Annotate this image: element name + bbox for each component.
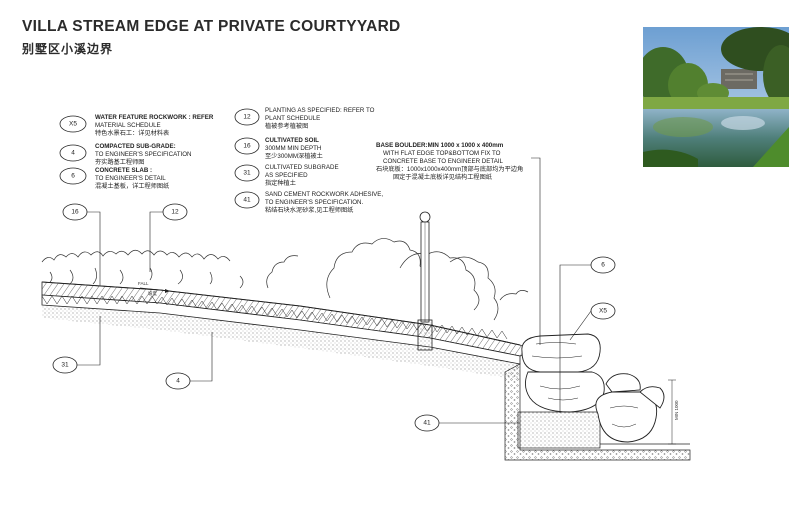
page-title: VILLA STREAM EDGE AT PRIVATE COURTYYARD xyxy=(22,18,401,35)
svg-text:FALL: FALL xyxy=(138,281,149,286)
callout-31: 31 xyxy=(52,316,101,374)
label-cultivated-soil: 16 CULTIVATED SOIL 300MM MIN DEPTH 至少300… xyxy=(234,137,323,160)
page-subtitle: 别墅区小溪边界 xyxy=(22,42,114,56)
svg-text:WATER FEATURE ROCKWORK : REFER: WATER FEATURE ROCKWORK : REFER xyxy=(95,114,214,121)
callout-41: 41 xyxy=(414,414,520,432)
svg-text:BASE BOULDER:MIN 1000 x 1000 x: BASE BOULDER:MIN 1000 x 1000 x 400mm xyxy=(376,142,504,149)
svg-text:TO ENGINEER'S SPECIFICATION.: TO ENGINEER'S SPECIFICATION. xyxy=(265,199,364,206)
fall-arrow: FALL 坡度 xyxy=(138,281,171,297)
callout-4: 4 xyxy=(165,332,213,390)
svg-text:石块底板：1000x1000x400mm顶部与底部均为平边角: 石块底板：1000x1000x400mm顶部与底部均为平边角 xyxy=(376,165,523,173)
label-cultivated-subgrade: 31 CULTIVATED SUBGRADE AS SPECIFIED 指定种植… xyxy=(234,164,339,187)
tag-12: 12 xyxy=(243,114,251,121)
label-compacted-sub-grade: 4 COMPACTED SUB-GRADE: TO ENGINEER'S SPE… xyxy=(59,143,192,166)
tag-4: 4 xyxy=(71,150,75,157)
svg-text:COMPACTED SUB-GRADE:: COMPACTED SUB-GRADE: xyxy=(95,143,176,150)
reference-photo xyxy=(643,27,789,167)
boulder-leader xyxy=(531,157,541,345)
svg-text:混凝土基板，详工程师图纸: 混凝土基板，详工程师图纸 xyxy=(95,182,169,190)
svg-text:X5: X5 xyxy=(599,308,607,315)
svg-text:AS SPECIFIED: AS SPECIFIED xyxy=(265,172,308,179)
svg-text:41: 41 xyxy=(423,420,431,427)
svg-text:PLANT SCHEDULE: PLANT SCHEDULE xyxy=(265,115,320,122)
concrete-base xyxy=(517,411,601,449)
svg-text:特色水景石工：详见材料表: 特色水景石工：详见材料表 xyxy=(95,129,169,137)
svg-text:4: 4 xyxy=(176,378,180,385)
label-planting: 12 PLANTING AS SPECIFIED: REFER TO PLANT… xyxy=(234,107,375,130)
svg-text:16: 16 xyxy=(71,209,79,216)
svg-text:CULTIVATED SOIL: CULTIVATED SOIL xyxy=(265,137,319,144)
tag-6: 6 xyxy=(71,173,75,180)
svg-text:植被参考植被图: 植被参考植被图 xyxy=(265,122,308,130)
svg-text:300MM MIN DEPTH: 300MM MIN DEPTH xyxy=(265,145,321,152)
tag-x5: X5 xyxy=(69,121,77,128)
svg-text:31: 31 xyxy=(61,362,69,369)
tag-31: 31 xyxy=(243,170,251,177)
svg-text:SAND CEMENT ROCKWORK ADHESIVE,: SAND CEMENT ROCKWORK ADHESIVE, xyxy=(265,191,383,198)
tag-41: 41 xyxy=(243,197,251,204)
dim-line xyxy=(668,379,676,445)
dim-text: MIN 1000 xyxy=(674,400,679,420)
label-water-feature-rockwork: X5 WATER FEATURE ROCKWORK : REFER MATERI… xyxy=(59,114,214,137)
label-base-boulder: BASE BOULDER:MIN 1000 x 1000 x 400mm WIT… xyxy=(376,142,523,181)
svg-text:固定于混凝土底板详见结构工程图纸: 固定于混凝土底板详见结构工程图纸 xyxy=(393,173,492,181)
callout-16: 16 xyxy=(62,203,101,286)
svg-text:TO ENGINEER'S SPECIFICATION: TO ENGINEER'S SPECIFICATION xyxy=(95,151,192,158)
svg-text:粘结石块水泥砂浆,见工程师图纸: 粘结石块水泥砂浆,见工程师图纸 xyxy=(265,206,353,214)
svg-text:指定种植土: 指定种植土 xyxy=(265,179,296,187)
subgrade-base xyxy=(42,305,520,380)
label-sand-cement-adhesive: 41 SAND CEMENT ROCKWORK ADHESIVE, TO ENG… xyxy=(234,191,383,214)
svg-text:坡度: 坡度 xyxy=(148,290,157,297)
tag-16: 16 xyxy=(243,143,251,150)
svg-text:PLANTING AS SPECIFIED: REFER T: PLANTING AS SPECIFIED: REFER TO xyxy=(265,107,375,114)
callout-6: 6 xyxy=(559,256,616,413)
svg-text:CULTIVATED SUBGRADE: CULTIVATED SUBGRADE xyxy=(265,164,339,171)
label-concrete-slab: 6 CONCRETE SLAB : TO ENGINEER'S DETAIL 混… xyxy=(59,167,169,190)
svg-text:TO ENGINEER'S DETAIL: TO ENGINEER'S DETAIL xyxy=(95,175,166,182)
finished-grade-line xyxy=(41,281,521,346)
svg-text:WITH FLAT EDGE TOP&BOTTOM FIX: WITH FLAT EDGE TOP&BOTTOM FIX TO xyxy=(383,150,501,157)
callout-12: 12 xyxy=(149,203,188,272)
callout-x5: X5 xyxy=(569,302,616,341)
lamp-post xyxy=(417,211,433,351)
svg-text:夯实路基工程师图: 夯实路基工程师图 xyxy=(95,158,145,166)
svg-text:至少300MM深植被土: 至少300MM深植被土 xyxy=(265,152,323,160)
svg-text:CONCRETE BASE TO ENGINEER DETA: CONCRETE BASE TO ENGINEER DETAIL xyxy=(383,158,504,165)
stream-bed-gravel xyxy=(504,363,691,461)
svg-text:MATERIAL SCHEDULE: MATERIAL SCHEDULE xyxy=(95,122,161,129)
svg-text:CONCRETE SLAB :: CONCRETE SLAB : xyxy=(95,167,152,174)
svg-text:12: 12 xyxy=(171,209,179,216)
svg-text:6: 6 xyxy=(601,262,605,269)
